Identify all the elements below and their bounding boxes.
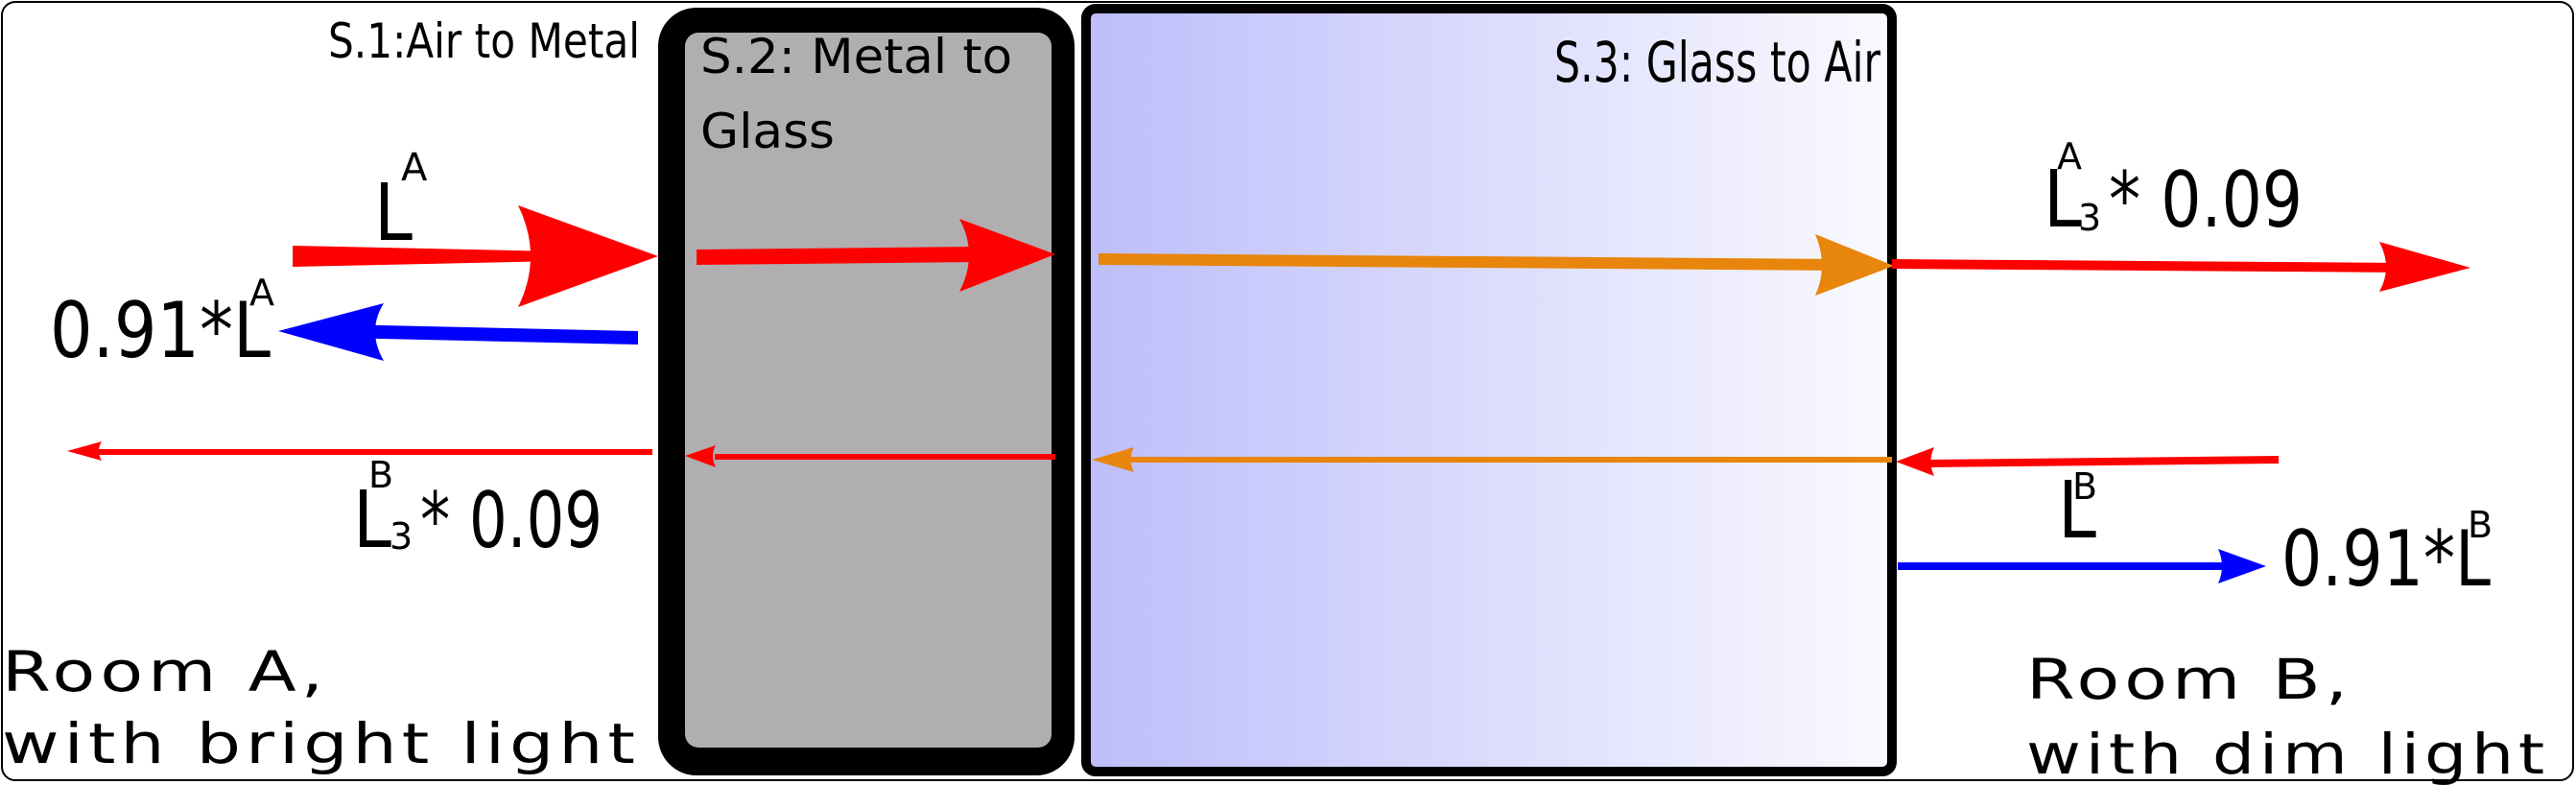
glass-slab <box>1081 4 1897 776</box>
label-reflected-a: 0.91*L A <box>50 272 274 375</box>
arrow-transmitted-b <box>67 441 652 461</box>
surface-label-s1: S.1:Air to Metal <box>328 13 640 69</box>
label-transmitted-a: L A 3 * 0.09 <box>2044 135 2303 246</box>
surface-label-s2-line1: S.2: Metal to <box>700 29 1012 84</box>
svg-text:3: 3 <box>390 515 413 558</box>
room-a-title: Room A, <box>2 639 328 704</box>
surface-label-s2-line2: Glass <box>700 104 835 159</box>
label-transmitted-b: L B 3 * 0.09 <box>353 454 603 566</box>
svg-text:L: L <box>2058 465 2096 557</box>
arrow-reflected-b <box>1898 549 2266 583</box>
svg-text:L: L <box>2044 155 2082 246</box>
svg-text:L: L <box>374 168 413 259</box>
svg-text:A: A <box>2057 135 2082 178</box>
svg-text:B: B <box>2468 504 2493 546</box>
arrow-incident-a <box>293 205 658 307</box>
arrow-in-metal-a <box>697 219 1055 292</box>
room-b-title: Room B, <box>2026 647 2352 712</box>
label-reflected-b: 0.91*L B <box>2281 504 2493 604</box>
arrow-in-glass-a <box>1099 234 1894 296</box>
label-incident-a: L A <box>374 146 428 259</box>
svg-text:A: A <box>401 146 428 190</box>
arrow-transmitted-a <box>1892 242 2470 292</box>
svg-text:0.91*L: 0.91*L <box>2281 514 2491 604</box>
room-b-subtitle: with dim light <box>2026 722 2549 785</box>
svg-text:A: A <box>249 272 274 314</box>
arrow-reflected-a <box>278 303 638 361</box>
room-a-subtitle: with bright light <box>2 711 640 776</box>
arrow-incident-b <box>1896 447 2279 476</box>
svg-text:* 0.09: * 0.09 <box>2109 155 2303 245</box>
metal-slab-inner <box>685 33 1052 748</box>
svg-text:0.91*L: 0.91*L <box>50 286 271 375</box>
svg-text:B: B <box>2072 465 2097 508</box>
surface-label-s3: S.3: Glass to Air <box>1554 30 1880 95</box>
svg-text:B: B <box>368 454 393 496</box>
label-incident-b: L B <box>2058 465 2097 557</box>
svg-text:3: 3 <box>2078 197 2101 239</box>
arrow-in-glass-b <box>1092 447 1892 472</box>
svg-text:* 0.09: * 0.09 <box>420 476 603 565</box>
svg-text:L: L <box>353 475 391 566</box>
arrow-in-metal-b <box>685 445 1055 467</box>
